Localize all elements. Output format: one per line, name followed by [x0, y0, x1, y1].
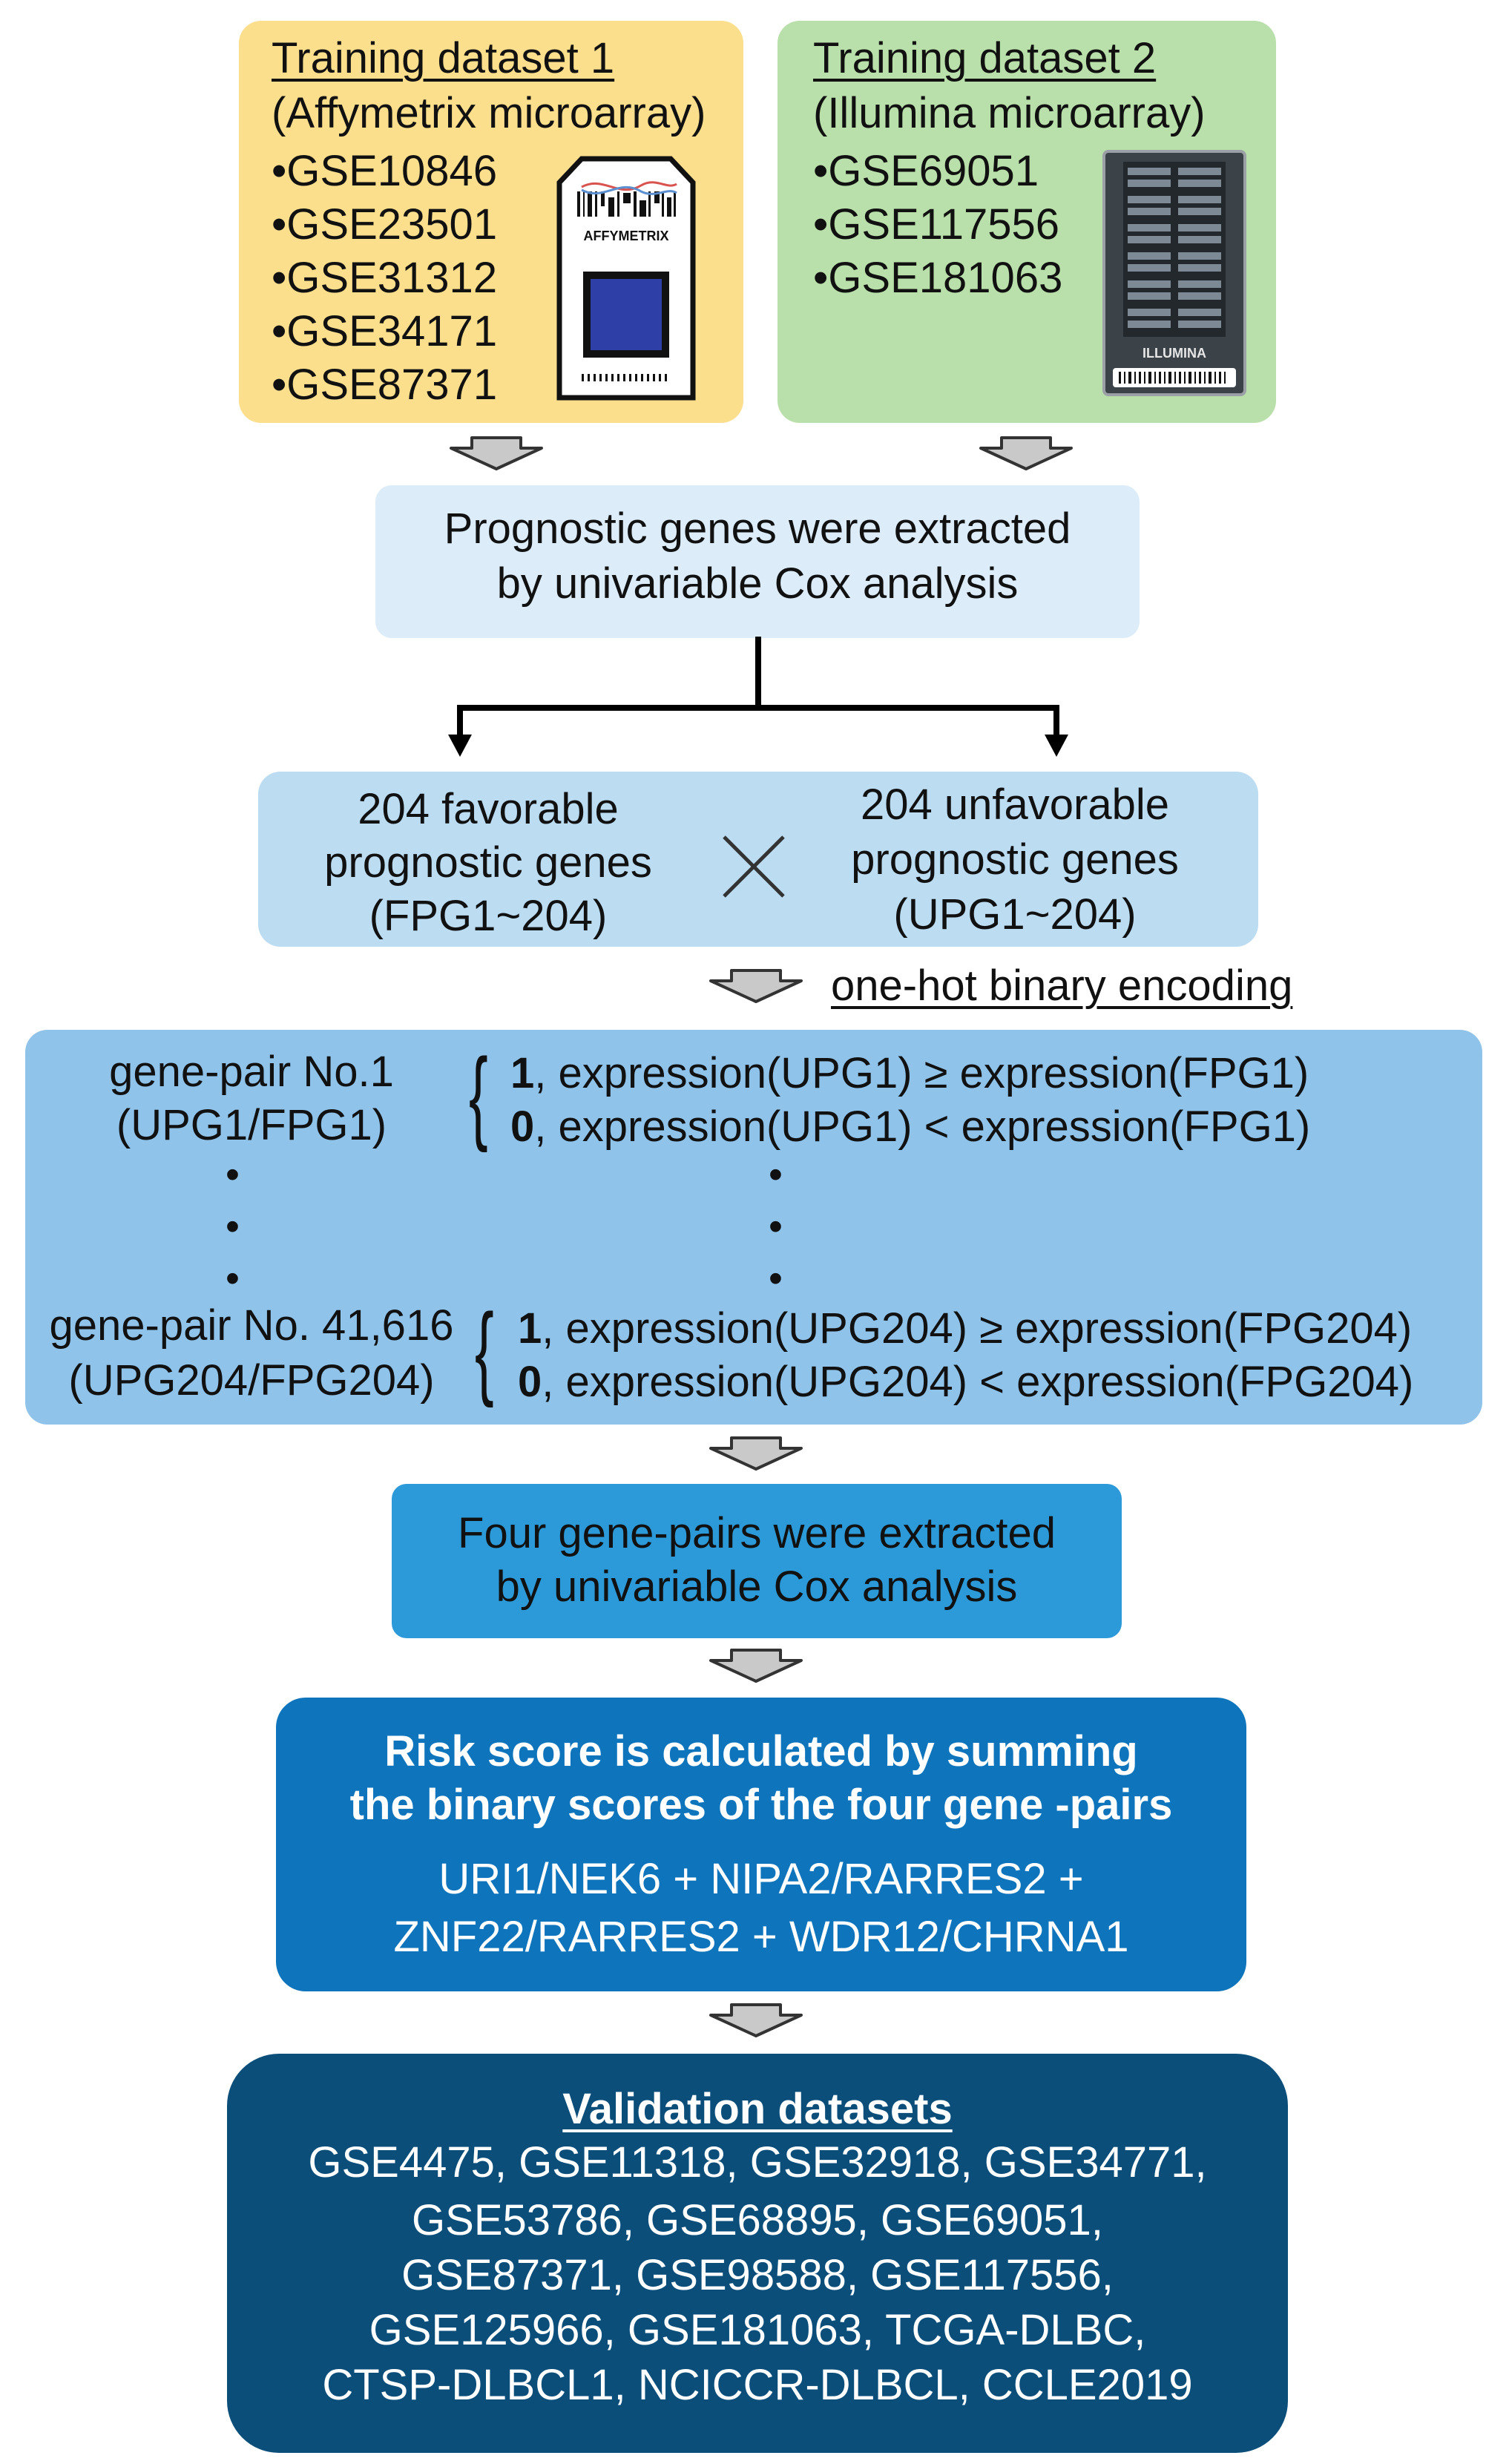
down-arrow-icon: [708, 1649, 804, 1683]
down-arrow-icon: [978, 436, 1074, 470]
rule-text: , expression(UPG1) ≥ expression(FPG1): [534, 1049, 1309, 1097]
rule-text: , expression(UPG1) < expression(FPG1): [534, 1103, 1311, 1151]
rule-value: 0: [518, 1358, 542, 1406]
validation-line: GSE125966, GSE181063, TCGA-DLBC,: [369, 2306, 1146, 2354]
down-arrow-icon: [448, 436, 545, 470]
affymetrix-chip-label: AFFYMETRIX: [584, 229, 669, 243]
gene-pair-first-sub: (UPG1/FPG1): [116, 1101, 387, 1149]
rule-value: 1: [510, 1049, 535, 1097]
ellipsis-dot: •: [226, 1204, 240, 1249]
dataset-item: •GSE87371: [272, 361, 498, 409]
training-dataset-2-box: Training dataset 2 (Illumina microarray)…: [777, 21, 1276, 423]
step-line: by univariable Cox analysis: [496, 1563, 1018, 1611]
illumina-chip-icon: ILLUMINA: [1102, 150, 1246, 396]
training-dataset-1-title: Training dataset 1: [272, 34, 615, 82]
risk-score-heading: Risk score is calculated by summing: [384, 1727, 1138, 1775]
gene-pair-last-sub: (UPG204/FPG204): [68, 1356, 435, 1405]
illumina-chip-label: ILLUMINA: [1143, 346, 1206, 361]
ellipsis-dot: •: [769, 1152, 783, 1197]
prognostic-genes-step: Prognostic genes were extracted by univa…: [375, 485, 1140, 638]
dataset-item: •GSE10846: [272, 147, 498, 195]
gene-pair-first-name: gene-pair No.1: [109, 1048, 394, 1096]
ellipsis-dot: •: [769, 1204, 783, 1249]
dataset-item: •GSE69051: [813, 147, 1039, 195]
validation-line: GSE4475, GSE11318, GSE32918, GSE34771,: [308, 2138, 1207, 2187]
affymetrix-chip-icon: AFFYMETRIX: [552, 153, 700, 405]
dataset-item: •GSE23501: [272, 200, 498, 249]
dataset-item: •GSE34171: [272, 307, 498, 355]
encoding-label: one-hot binary encoding: [831, 962, 1293, 1010]
brace-icon: {: [475, 1292, 494, 1408]
down-arrow-icon: [708, 969, 804, 1003]
down-arrow-icon: [708, 1436, 804, 1471]
brace-icon: {: [469, 1036, 488, 1153]
training-dataset-1-box: Training dataset 1 (Affymetrix microarra…: [239, 21, 743, 423]
ellipsis-dot: •: [226, 1256, 240, 1301]
unfavorable-genes-line: prognostic genes: [851, 835, 1179, 884]
favorable-genes-line: 204 favorable: [358, 785, 619, 833]
risk-score-heading: the binary scores of the four gene -pair…: [349, 1781, 1173, 1829]
rule-value: 1: [518, 1304, 542, 1353]
gene-groups-box: 204 favorable prognostic genes (FPG1~204…: [258, 772, 1258, 947]
risk-score-formula: URI1/NEK6 + NIPA2/RARRES2 +: [438, 1855, 1084, 1903]
risk-score-formula: ZNF22/RARRES2 + WDR12/CHRNA1: [393, 1913, 1129, 1961]
risk-score-box: Risk score is calculated by summing the …: [276, 1698, 1246, 1991]
ellipsis-dot: •: [769, 1256, 783, 1301]
unfavorable-genes-line: (UPG1~204): [893, 890, 1137, 939]
step-line: by univariable Cox analysis: [496, 559, 1019, 608]
dataset-item: •GSE117556: [813, 200, 1060, 249]
validation-title: Validation datasets: [562, 2085, 953, 2133]
training-dataset-2-subtitle: (Illumina microarray): [813, 89, 1206, 137]
down-arrow-icon: [708, 2003, 804, 2037]
training-dataset-1-subtitle: (Affymetrix microarray): [272, 89, 706, 137]
rule-text: , expression(UPG204) < expression(FPG204…: [542, 1358, 1414, 1406]
validation-line: GSE53786, GSE68895, GSE69051,: [412, 2196, 1103, 2244]
rule-line: 0, expression(UPG1) < expression(FPG1): [510, 1105, 1310, 1149]
rule-line: 1, expression(UPG204) ≥ expression(FPG20…: [518, 1307, 1412, 1350]
unfavorable-genes-line: 204 unfavorable: [861, 781, 1169, 829]
rule-text: , expression(UPG204) ≥ expression(FPG204…: [542, 1304, 1413, 1353]
split-arrow-connector: [438, 637, 1083, 763]
training-dataset-2-title: Training dataset 2: [813, 34, 1157, 82]
dataset-item: •GSE31312: [272, 254, 498, 302]
validation-line: CTSP-DLBCL1, NCICCR-DLBCL, CCLE2019: [322, 2361, 1193, 2409]
gene-pair-last-name: gene-pair No. 41,616: [49, 1301, 454, 1350]
validation-datasets-box: Validation datasets GSE4475, GSE11318, G…: [227, 2054, 1288, 2453]
step-line: Four gene-pairs were extracted: [458, 1509, 1056, 1557]
favorable-genes-line: prognostic genes: [324, 838, 652, 887]
validation-line: GSE87371, GSE98588, GSE117556,: [401, 2251, 1114, 2299]
rule-value: 0: [510, 1103, 535, 1151]
step-line: Prognostic genes were extracted: [444, 505, 1071, 553]
rule-line: 1, expression(UPG1) ≥ expression(FPG1): [510, 1052, 1309, 1095]
rule-line: 0, expression(UPG204) < expression(FPG20…: [518, 1361, 1413, 1404]
gene-pairs-box: gene-pair No.1 (UPG1/FPG1) { 1, expressi…: [25, 1030, 1482, 1425]
cross-icon: [718, 831, 789, 902]
dataset-item: •GSE181063: [813, 254, 1063, 302]
gene-pairs-step: Four gene-pairs were extracted by univar…: [392, 1484, 1122, 1638]
favorable-genes-line: (FPG1~204): [369, 892, 608, 940]
ellipsis-dot: •: [226, 1152, 240, 1197]
